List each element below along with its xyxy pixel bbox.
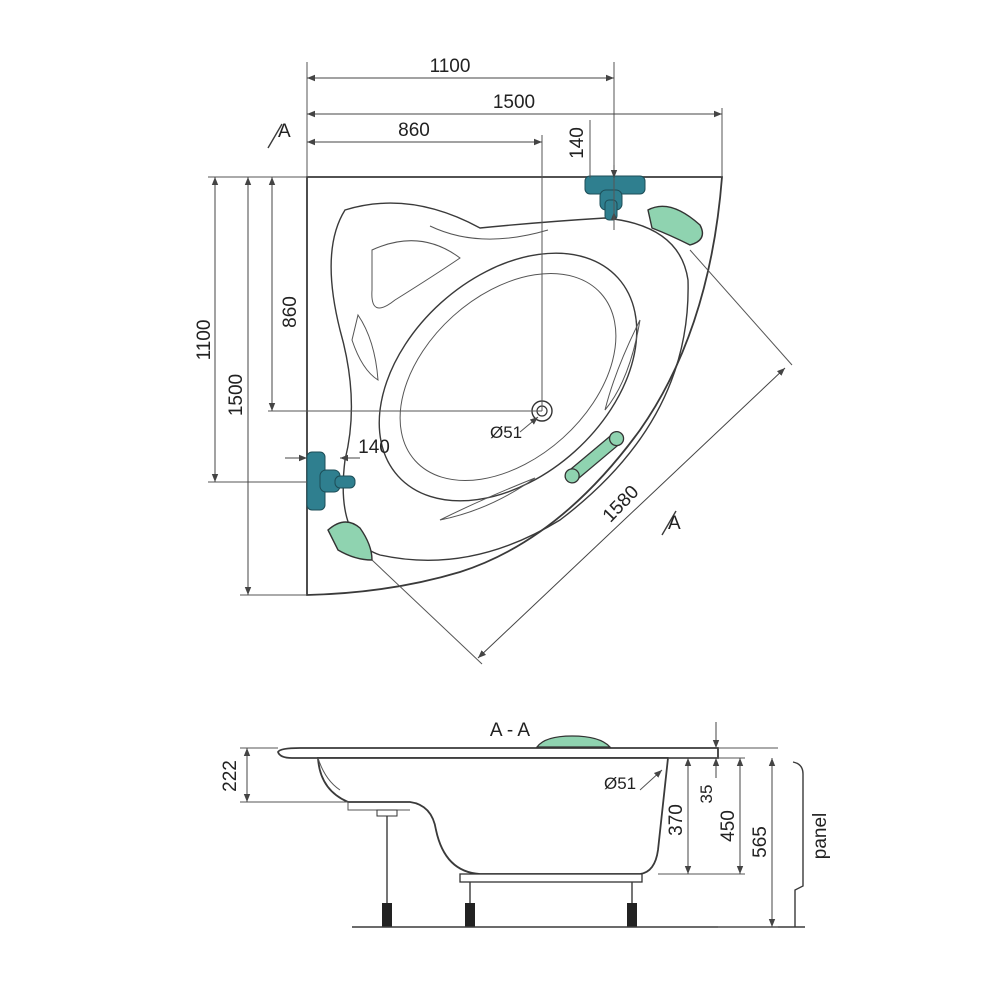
section-marker-top: A — [278, 121, 291, 142]
tub-outline-top — [306, 176, 723, 596]
section-body — [317, 757, 670, 875]
dim-text-1500-left: 1500 — [226, 374, 247, 416]
overflow-label: Ø51 — [604, 774, 636, 793]
panel — [792, 761, 804, 927]
dim-text-860-top: 860 — [398, 120, 430, 141]
legs — [376, 809, 637, 927]
section-marker-bottom: A — [668, 513, 681, 534]
dim-text-1500-top: 1500 — [493, 92, 535, 113]
dim-text-450: 450 — [718, 810, 739, 842]
dim-text-370: 370 — [666, 804, 687, 836]
section-view: A - A panel Ø51 — [220, 720, 831, 928]
headrest-bottom-left — [327, 521, 373, 561]
section-title: A - A — [490, 720, 530, 741]
dim-text-222: 222 — [220, 760, 241, 792]
section-headrest — [535, 735, 612, 748]
dim-text-35: 35 — [697, 785, 716, 804]
panel-label: panel — [810, 813, 831, 860]
dim-text-565: 565 — [750, 826, 771, 858]
dim-line-1580 — [477, 367, 786, 659]
headrest-top-right — [647, 205, 704, 246]
section-rim — [277, 747, 719, 759]
dim-text-140-top: 140 — [567, 127, 588, 159]
dim-text-1100-left: 1100 — [194, 320, 215, 361]
dim-text-1580: 1580 — [599, 482, 643, 527]
drain-label: Ø51 — [490, 423, 522, 442]
tap-left — [306, 451, 356, 511]
seat-left — [351, 313, 379, 381]
dim-text-860-left: 860 — [280, 296, 301, 328]
dim-text-140-left: 140 — [358, 437, 390, 458]
base-frame — [459, 873, 643, 883]
top-view: 1100 1500 860 1100 1500 860 140 140 Ø51 … — [194, 56, 793, 665]
seat-ridge-top — [429, 225, 549, 240]
seat-top-left — [371, 240, 461, 309]
dim-text-1100-top: 1100 — [430, 56, 471, 77]
